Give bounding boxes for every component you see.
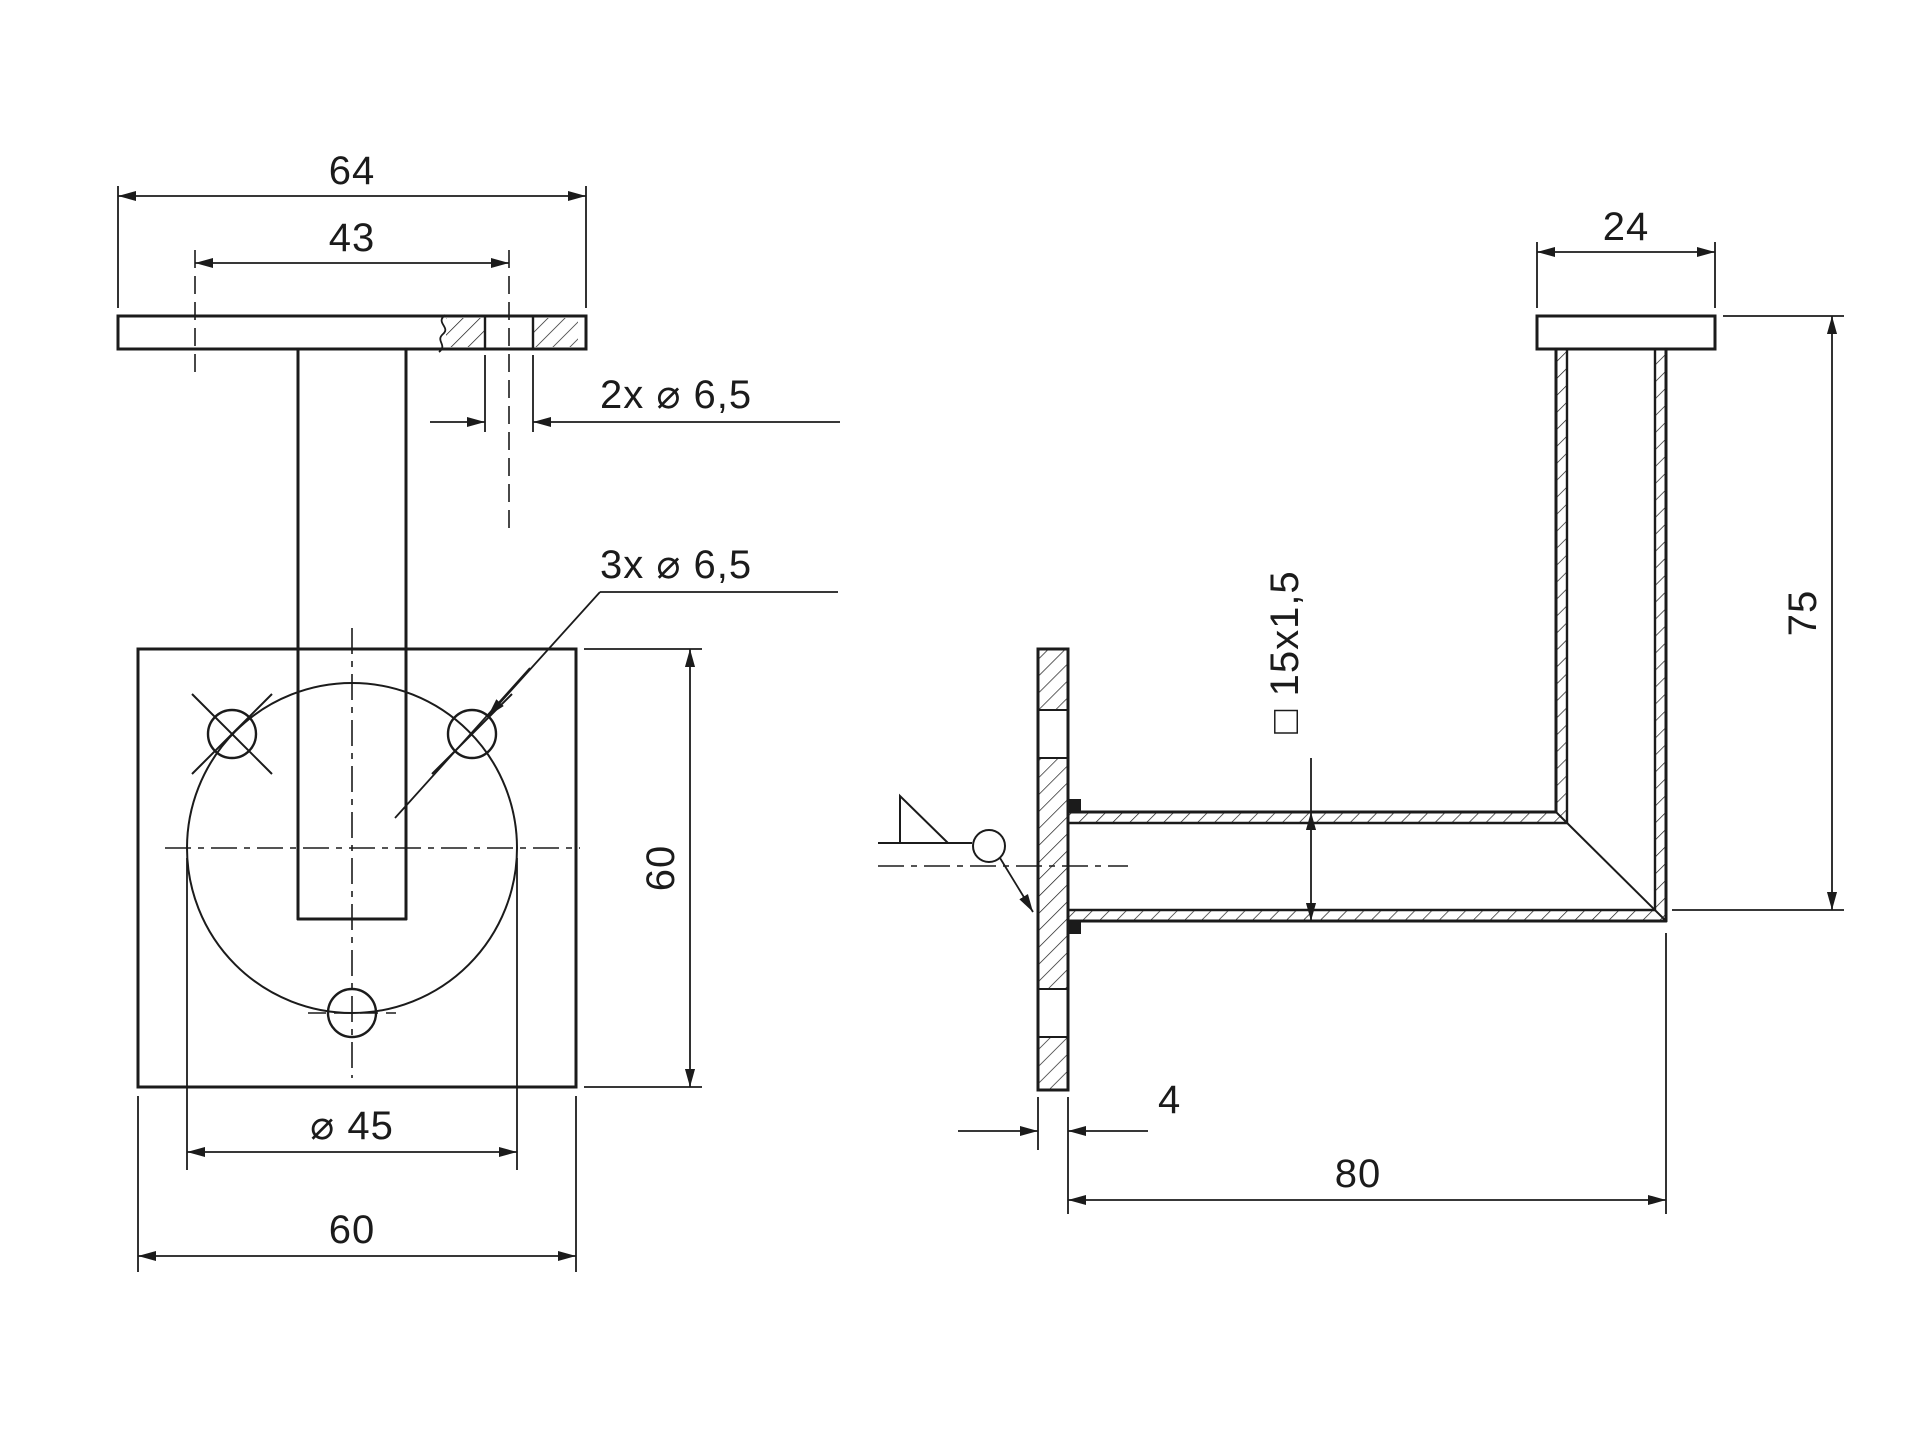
label-3x-holes: 3x ⌀ 6,5: [487, 543, 838, 717]
weld-mark: [1068, 921, 1081, 934]
dim-60-width: 60: [137, 1096, 577, 1272]
dim-60-width-label: 60: [329, 1208, 376, 1252]
front-base-plate: [136, 647, 578, 1089]
side-wall-plate: [1036, 647, 1070, 1092]
front-centerlines: [165, 250, 580, 1078]
side-view: 24 75 □ 15x1,5 4 80: [878, 205, 1844, 1214]
side-tube: [1066, 347, 1668, 934]
label-3x-holes-text: 3x ⌀ 6,5: [600, 543, 752, 587]
dim-64-label: 64: [329, 149, 376, 193]
label-tube-section-text: □ 15x1,5: [1263, 570, 1307, 733]
dim-4-label: 4: [1158, 1078, 1181, 1122]
dim-43-label: 43: [329, 216, 376, 260]
dim-4: 4: [958, 1078, 1181, 1214]
front-view: 64 43 2x ⌀ 6,5 3x ⌀ 6,5 60: [116, 149, 840, 1272]
front-hole-upper-right: [446, 708, 498, 760]
label-2x-holes: 2x ⌀ 6,5: [430, 373, 840, 428]
dim-80: 80: [1068, 933, 1667, 1214]
tube-wall-hatch: [1068, 812, 1567, 823]
label-tube-section: □ 15x1,5: [1263, 570, 1317, 921]
tube-wall-hatch: [1068, 910, 1666, 921]
front-top-plate: [116, 314, 588, 351]
dim-d45: ⌀ 45: [186, 858, 518, 1170]
weld-all-around-circle: [972, 829, 1006, 863]
front-hole-upper-left: [206, 708, 258, 760]
front-hole-marks: [191, 667, 531, 1014]
dim-43: 43: [195, 216, 509, 269]
dim-24-label: 24: [1603, 205, 1650, 249]
label-2x-holes-text: 2x ⌀ 6,5: [600, 373, 752, 417]
dim-64: 64: [117, 149, 587, 308]
fillet-weld-triangle: [899, 793, 951, 844]
side-top-plate: [1535, 314, 1717, 351]
dim-80-label: 80: [1335, 1152, 1382, 1196]
dim-75-label: 75: [1781, 590, 1825, 637]
front-top-plate-section: [438, 314, 578, 432]
dim-60-height: 60: [584, 648, 702, 1088]
dim-d45-label: ⌀ 45: [310, 1104, 394, 1148]
weld-symbol: [878, 793, 1034, 913]
weld-mark: [1068, 799, 1081, 812]
dim-60-height-label: 60: [639, 845, 683, 892]
section-hatch: [534, 318, 578, 347]
dim-24: 24: [1536, 205, 1716, 308]
dim-75: 75: [1672, 315, 1844, 911]
mitre-seam: [1555, 811, 1667, 922]
tube-wall-hatch: [1556, 349, 1567, 823]
section-hatch: [446, 318, 484, 347]
tube-wall-hatch: [1655, 349, 1666, 921]
